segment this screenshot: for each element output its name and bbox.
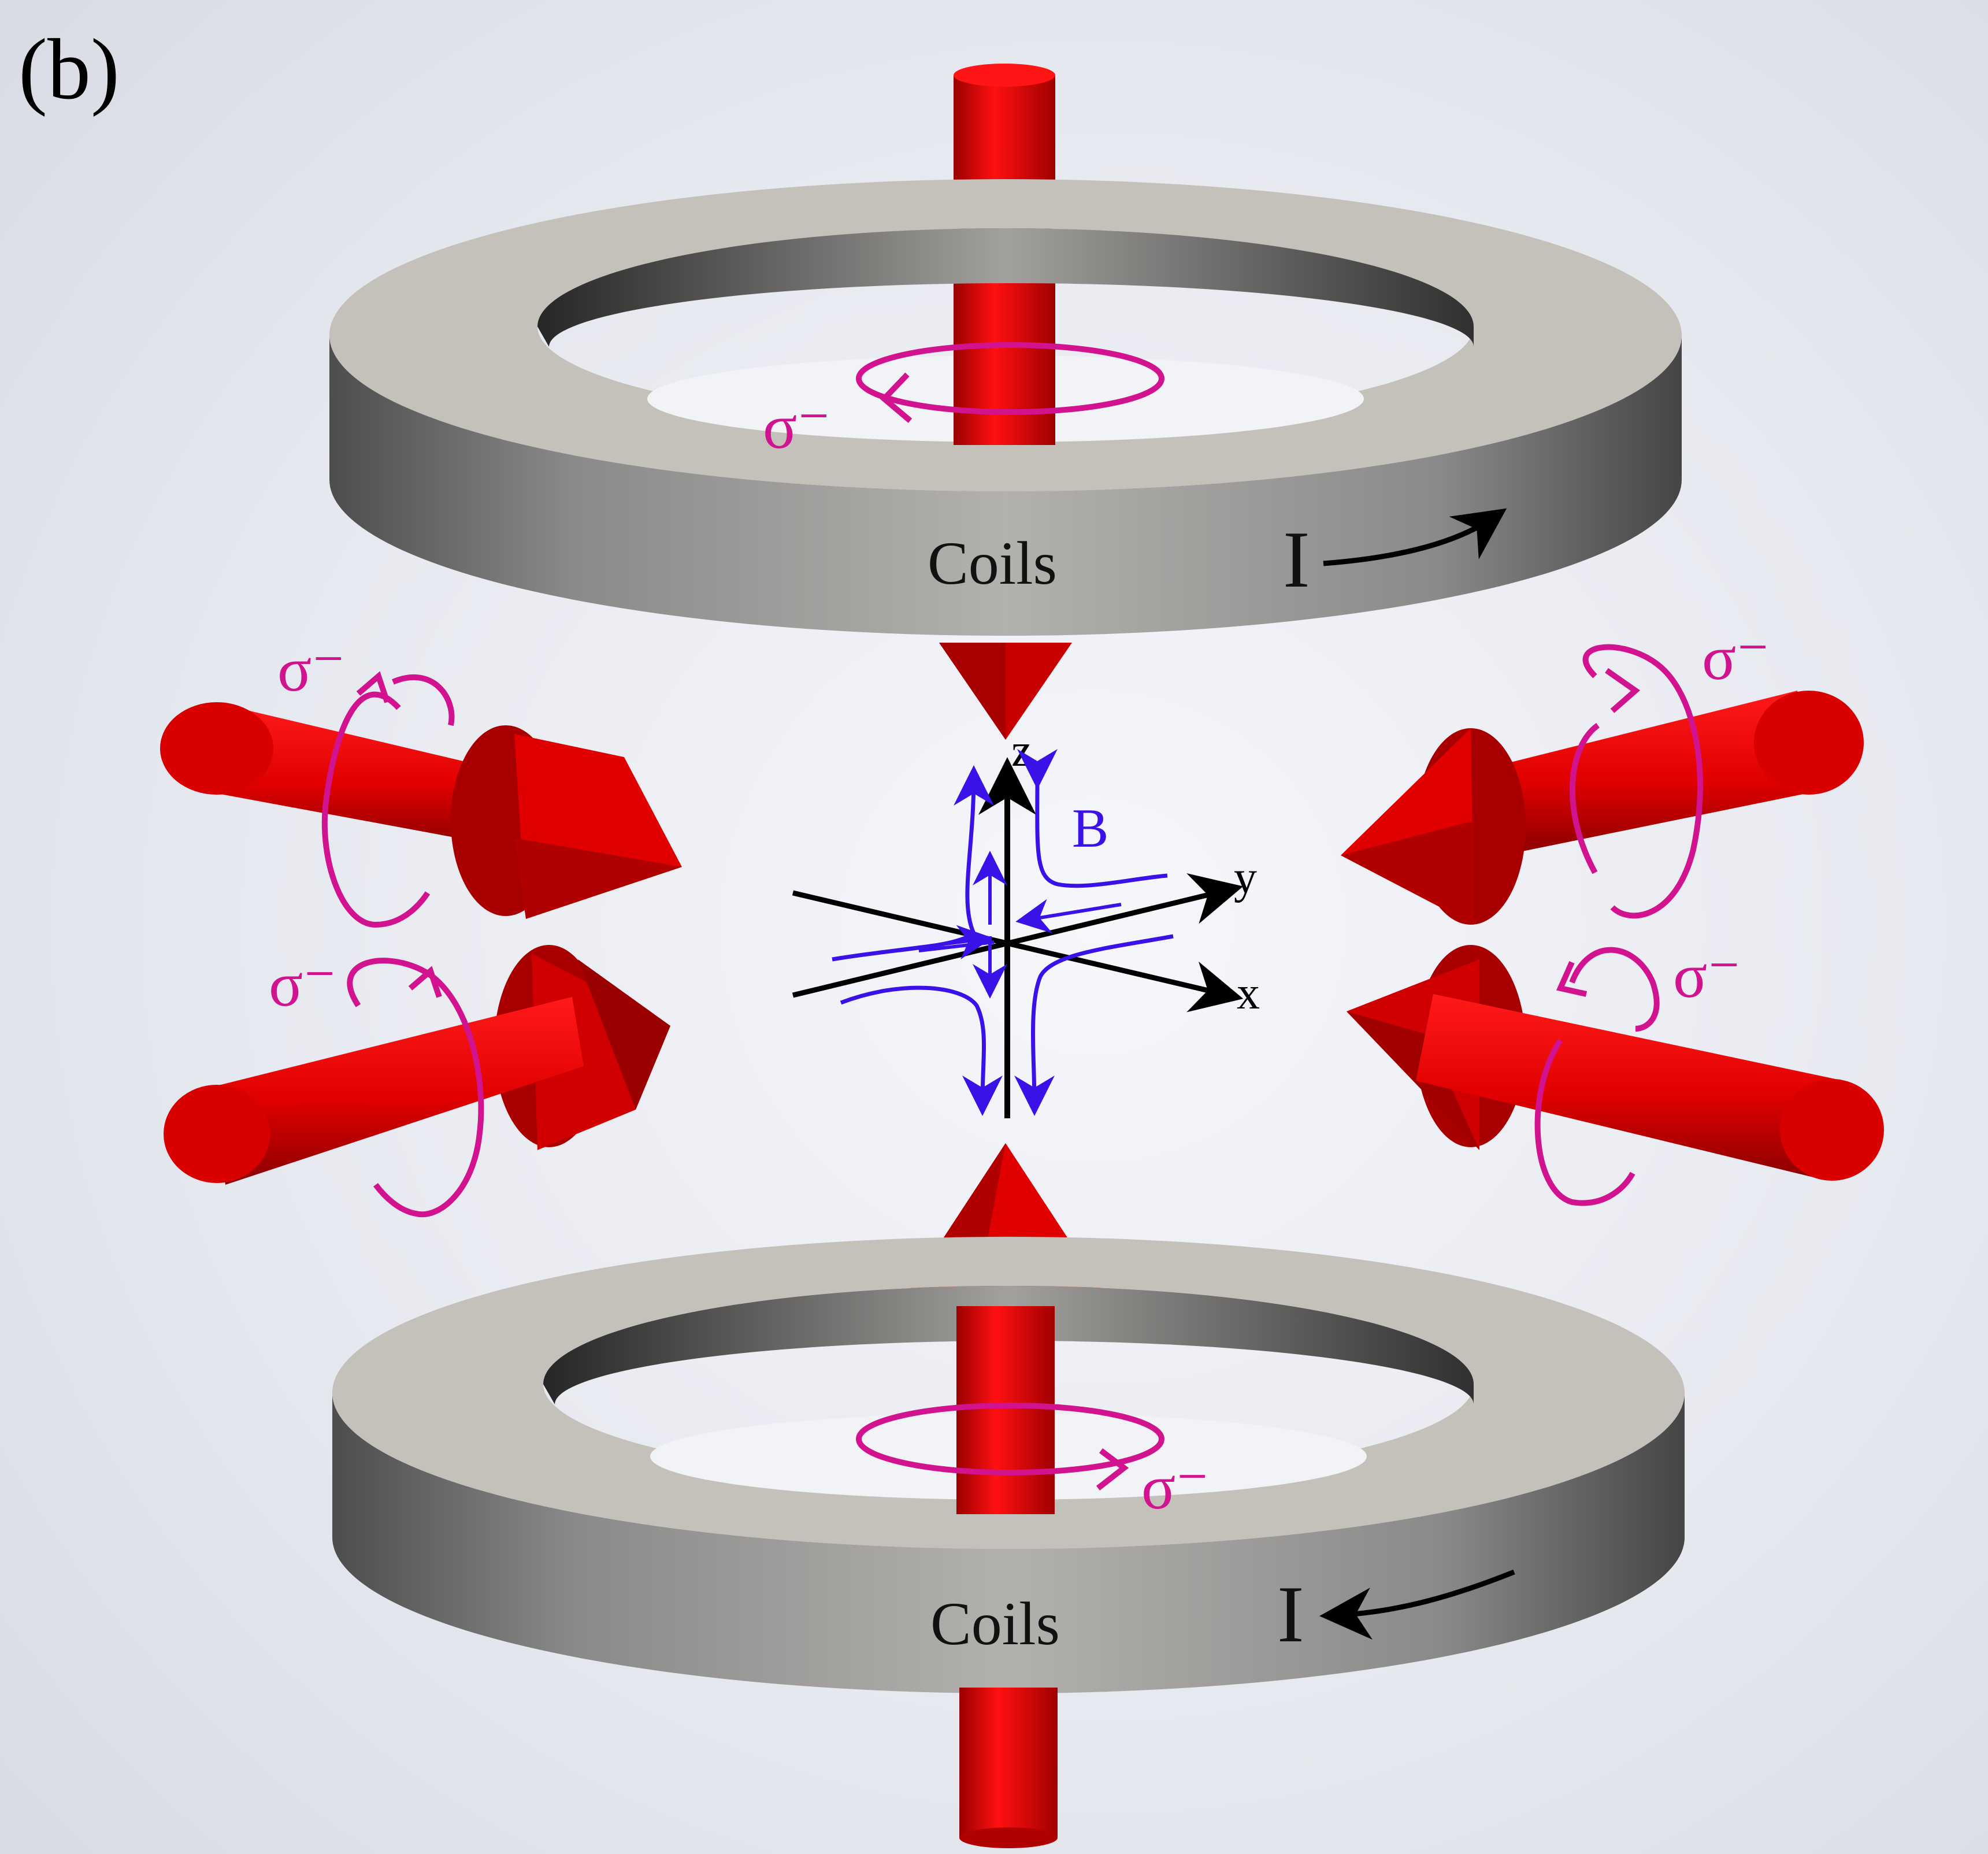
- axes-and-field: z y x B: [792, 725, 1260, 1118]
- bottom-sigma-loop: [856, 1403, 1164, 1475]
- field-line-lower-left: [840, 985, 1003, 1116]
- bottom-current-arrow: [1319, 1569, 1515, 1640]
- field-line-lower-right: [1014, 934, 1174, 1116]
- top-current-label: I: [1283, 515, 1310, 605]
- lower-right-beam: σ⁻: [1347, 940, 1884, 1206]
- bottom-coil-label: Coils: [930, 1590, 1060, 1658]
- upper-right-sigma-label: σ⁻: [1702, 622, 1770, 693]
- upper-left-beam: σ⁻: [160, 634, 682, 928]
- lower-left-sigma-label: σ⁻: [269, 949, 336, 1019]
- panel-label: (b): [18, 21, 120, 117]
- y-axis-label: y: [1234, 852, 1257, 903]
- top-sigma-label: σ⁻: [763, 391, 830, 462]
- bottom-coil: σ⁻ Coils I: [332, 1237, 1685, 1848]
- x-axis-label: x: [1237, 968, 1260, 1019]
- lower-left-beam: σ⁻: [164, 945, 670, 1218]
- x-axis-line: [792, 890, 1244, 1013]
- top-beam-end: [954, 64, 1055, 87]
- upper-right-beam: σ⁻: [1341, 622, 1864, 925]
- field-line-upper-right: [1017, 748, 1168, 888]
- lower-right-sigma-label: σ⁻: [1673, 940, 1741, 1011]
- top-coil-inner-wall: [537, 228, 1474, 347]
- top-current-arrow: [1323, 508, 1507, 566]
- top-coil-label: Coils: [928, 529, 1057, 597]
- field-label: B: [1072, 798, 1108, 859]
- bottom-current-label: I: [1277, 1570, 1304, 1659]
- top-sigma-loop: [856, 342, 1164, 415]
- upper-left-sigma-label: σ⁻: [277, 634, 345, 704]
- top-coil-face: [329, 179, 1682, 491]
- bottom-beam-tail: [959, 1688, 1058, 1838]
- bottom-coil-inner-wall: [543, 1286, 1474, 1404]
- z-axis-label: z: [1011, 725, 1032, 776]
- bottom-sigma-label: σ⁻: [1141, 1452, 1209, 1522]
- field-line-upper-left: [953, 765, 994, 935]
- top-coil: σ⁻ Coils I: [329, 64, 1682, 636]
- bottom-coil-face: [332, 1237, 1685, 1549]
